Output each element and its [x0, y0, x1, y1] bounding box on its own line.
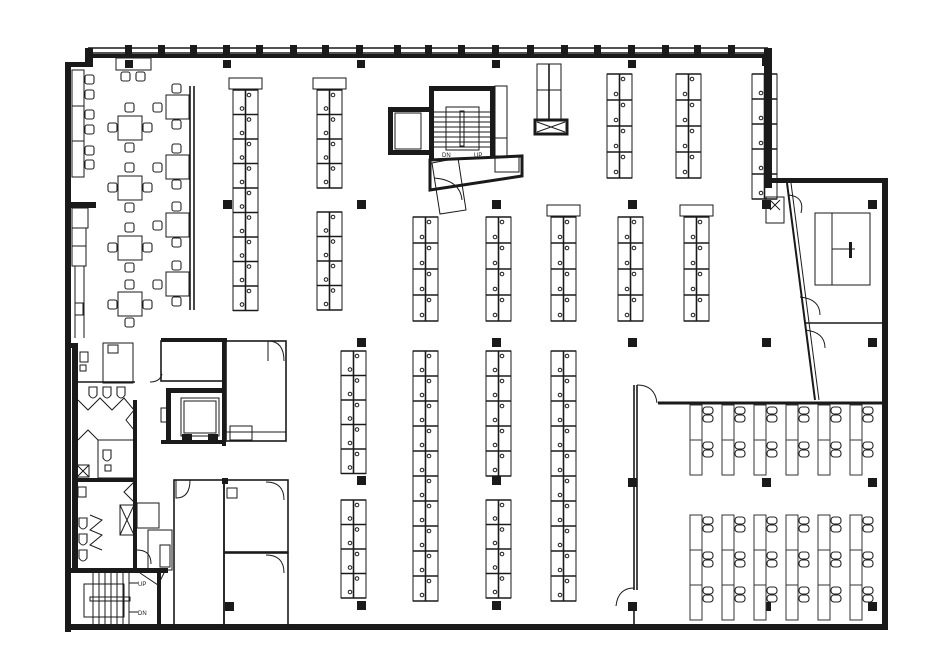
workstation-bench — [412, 350, 439, 602]
training-desk — [721, 404, 746, 441]
table-group — [107, 102, 153, 153]
workstation-bench — [550, 350, 577, 602]
training-desk — [689, 549, 714, 586]
training-desk — [817, 549, 842, 586]
workstation-bench — [340, 350, 367, 475]
training-room — [615, 384, 884, 626]
workstation-bench — [485, 499, 512, 599]
training-desk — [721, 514, 746, 551]
training-desk — [753, 584, 778, 621]
table-group — [107, 162, 153, 213]
shaft — [533, 63, 569, 136]
workstation-bench — [751, 73, 778, 200]
workstation-bench — [316, 211, 343, 311]
training-desk — [721, 584, 746, 621]
workstation-bench — [679, 204, 714, 322]
training-desk — [689, 439, 714, 476]
table-group — [107, 279, 153, 328]
workstation-benches — [228, 73, 778, 602]
training-desk — [849, 404, 874, 441]
workstation-bench — [546, 204, 581, 322]
workstation-bench — [340, 499, 367, 599]
stair-up-label: UP — [474, 153, 482, 159]
training-desk — [785, 549, 810, 586]
table-group — [107, 222, 153, 273]
workstation-bench — [412, 216, 439, 322]
training-desk — [753, 549, 778, 586]
training-desk — [817, 584, 842, 621]
training-desk — [785, 404, 810, 441]
stair-down-label: DN — [138, 611, 147, 617]
stair-down-label: DN — [442, 153, 451, 159]
training-desk — [689, 404, 714, 441]
training-desk — [849, 549, 874, 586]
workstation-bench — [228, 77, 263, 312]
southwest-stair: UP DN — [68, 568, 168, 626]
training-desk — [785, 514, 810, 551]
training-desk — [721, 549, 746, 586]
workstation-bench — [675, 73, 702, 179]
breakout-area — [70, 57, 195, 338]
north-stair: DN UP — [388, 85, 524, 215]
training-desk — [689, 514, 714, 551]
training-desk — [689, 584, 714, 621]
private-offices — [173, 478, 289, 627]
conference-room — [765, 182, 884, 401]
training-desk — [785, 584, 810, 621]
training-desk — [817, 404, 842, 441]
training-desk — [817, 439, 842, 476]
elevator-core — [149, 338, 287, 446]
training-desk — [849, 514, 874, 551]
workstation-bench — [485, 216, 512, 322]
training-desk — [785, 439, 810, 476]
workstation-bench — [312, 77, 347, 189]
workstation-bench — [617, 216, 644, 322]
training-desk — [849, 439, 874, 476]
training-desk — [753, 439, 778, 476]
restrooms — [65, 342, 173, 571]
training-desk — [753, 514, 778, 551]
training-desk — [753, 404, 778, 441]
stair-up-label: UP — [138, 582, 146, 588]
training-desk — [849, 584, 874, 621]
training-desk — [817, 514, 842, 551]
training-desk — [721, 439, 746, 476]
training-seats — [689, 404, 874, 621]
workstation-bench — [485, 350, 512, 477]
workstation-bench — [606, 73, 633, 179]
